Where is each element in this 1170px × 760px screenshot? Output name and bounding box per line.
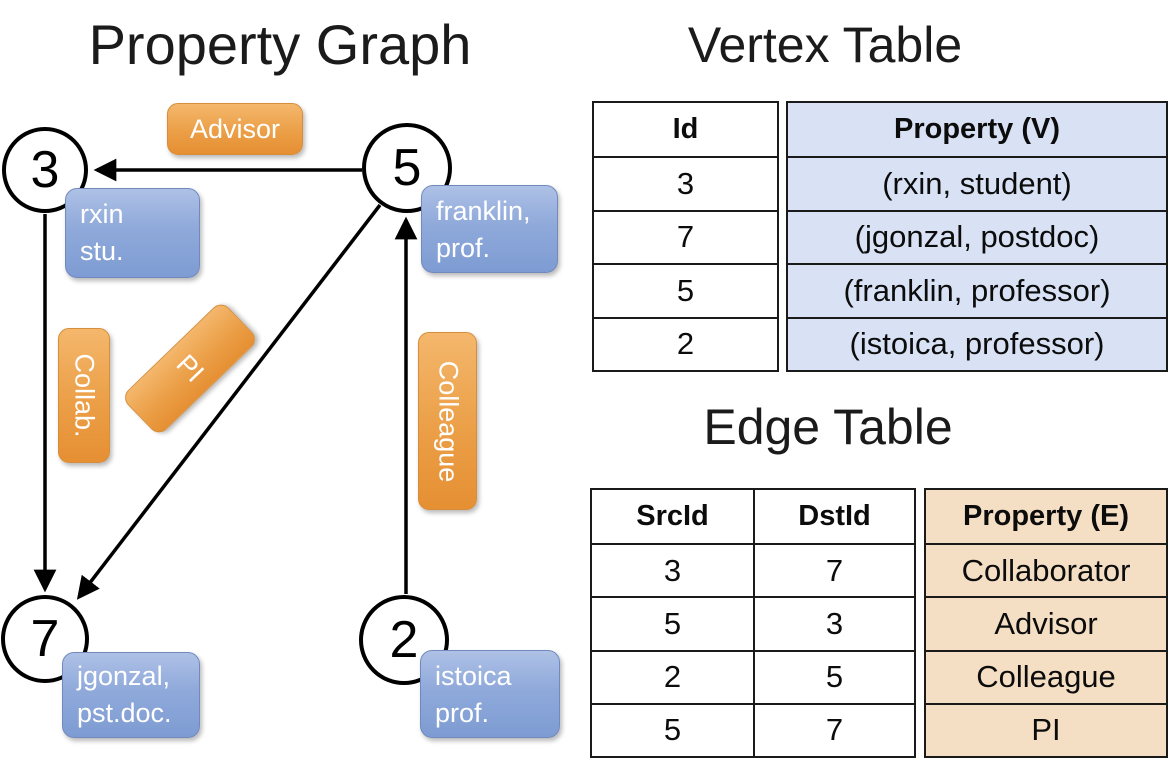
edge-table-dstid-cell: 5: [753, 649, 914, 703]
edge-label-colleague: Colleague: [418, 332, 477, 510]
vertex-table-property-header: Property (V): [894, 113, 1060, 146]
edge-table-dstid-header: DstId: [753, 490, 914, 544]
vertex-node-2: 2: [359, 595, 449, 685]
vertex-property-box-istoica: istoica prof.: [420, 650, 560, 738]
vertex-table-id-cell: 5: [594, 263, 777, 316]
edge-table-dstid-cell: 3: [753, 596, 914, 650]
vertex-property-line: prof.: [436, 233, 491, 264]
edge-table-property-column: Property (E) Collaborator Advisor Collea…: [924, 488, 1168, 758]
edge-table-srcid-cell: 5: [592, 702, 753, 756]
edge-table-property-cell: Advisor: [926, 596, 1166, 649]
graph-edges-layer: [33, 158, 418, 600]
edge-table-property-cell: PI: [926, 702, 1166, 756]
edge-table-id-columns: SrcId DstId 3 7 5 3 2 5 5 7: [590, 488, 916, 758]
edge-table-srcid-cell: 3: [592, 543, 753, 596]
vertex-property-box-franklin: franklin, prof.: [421, 185, 558, 273]
vertex-table-id-cell: 2: [594, 316, 777, 370]
vertex-table-property-column: Property (V) (rxin, student) (jgonzal, p…: [786, 101, 1168, 372]
vertex-node-2-id: 2: [389, 611, 419, 669]
edge-label-text: Advisor: [189, 113, 281, 144]
vertex-node-3-id: 3: [30, 141, 60, 199]
edge-table-property-cell: Collaborator: [926, 543, 1166, 596]
vertex-property-line: rxin: [80, 199, 124, 229]
vertex-property-line: pst.doc.: [77, 698, 172, 729]
vertex-table-id-header: Id: [672, 113, 699, 146]
vertex-table-id-column: Id 3 7 5 2: [592, 101, 779, 372]
edge-label-collab: Collab.: [58, 328, 110, 463]
vertex-property-line: franklin,: [436, 196, 531, 226]
vertex-node-5-id: 5: [392, 139, 422, 197]
edge-table-property-header: Property (E): [963, 500, 1129, 533]
property-graph-title: Property Graph: [88, 13, 472, 76]
edge-table-dstid-cell: 7: [753, 543, 914, 597]
vertex-table-title: Vertex Table: [687, 17, 963, 73]
vertex-property-line: prof.: [435, 698, 490, 729]
vertex-property-box-rxin: rxin stu.: [65, 188, 200, 278]
vertex-property-line: stu.: [80, 236, 124, 267]
vertex-table-property-cell: (franklin, professor): [788, 263, 1166, 316]
vertex-table-id-cell: 3: [594, 156, 777, 209]
edge-label-text: Collab.: [69, 353, 100, 438]
edge-label-advisor: Advisor: [167, 103, 303, 155]
vertex-property-box-jgonzal: jgonzal, pst.doc.: [62, 652, 200, 738]
vertex-table-property-cell: (jgonzal, postdoc): [788, 209, 1166, 263]
edge-label-text: Colleague: [433, 360, 463, 482]
vertex-node-5: 5: [362, 123, 452, 213]
edge-table-srcid-header: SrcId: [636, 500, 709, 533]
vertex-table-property-cell: (rxin, student): [788, 156, 1166, 209]
edge-table-property-cell: Colleague: [926, 649, 1166, 703]
vertex-property-line: istoica: [435, 661, 512, 691]
edge-table-srcid-cell: 2: [592, 649, 753, 703]
vertex-node-7-id: 7: [30, 610, 60, 668]
edge-arrow-pi-5-to-7: [76, 203, 382, 600]
edge-label-text: PI: [170, 348, 211, 388]
vertex-table-id-cell: 7: [594, 209, 777, 263]
edge-table-srcid-cell: 5: [592, 596, 753, 649]
edge-table-title: Edge Table: [703, 399, 953, 455]
edge-table-dstid-cell: 7: [753, 702, 914, 756]
vertex-property-line: jgonzal,: [77, 661, 171, 691]
vertex-table-property-cell: (istoica, professor): [788, 316, 1166, 370]
